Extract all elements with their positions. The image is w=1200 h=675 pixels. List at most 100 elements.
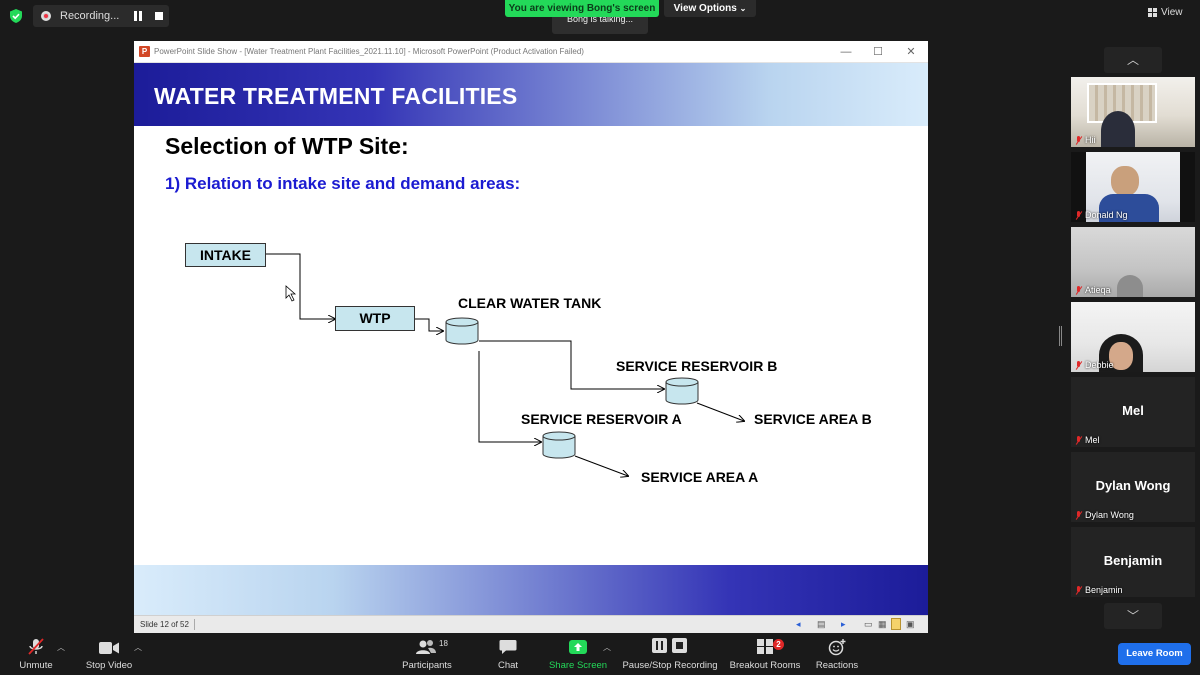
connector-tank-reservoir-b (479, 340, 664, 389)
slide-top-banner: WATER TREATMENT FACILITIES (134, 63, 928, 126)
connector-reservoir-b-area-b (696, 402, 744, 421)
share-screen-label: Share Screen (548, 660, 608, 671)
muted-mic-icon (1075, 585, 1082, 595)
share-screen-button[interactable]: Share Screen (546, 636, 610, 672)
participant-tile-hii[interactable]: Hii (1071, 77, 1195, 147)
muted-mic-icon (1075, 435, 1082, 445)
view-options-button[interactable]: View Options ⌄ (664, 0, 756, 17)
connector-reservoir-a-area-a (574, 455, 628, 476)
next-slide-icon[interactable]: ▸ (841, 619, 846, 629)
stop-video-button[interactable]: Stop Video (80, 636, 138, 672)
service-reservoir-a-icon (542, 431, 576, 459)
participant-name-tag: Debbie (1075, 360, 1114, 370)
pause-recording-icon[interactable] (134, 11, 143, 21)
participant-display-name: Dylan Wong (1095, 478, 1171, 493)
slideshow-view-icon[interactable] (891, 618, 901, 630)
participants-button[interactable]: 18 Participants (398, 636, 456, 672)
leave-room-button[interactable]: Leave Room (1118, 643, 1191, 665)
chat-label: Chat (497, 660, 519, 671)
service-reservoir-b-label: SERVICE RESERVOIR B (616, 358, 778, 374)
participants-label: Participants (402, 660, 452, 671)
chat-bubble-icon (499, 640, 517, 654)
stop-video-label: Stop Video (85, 660, 133, 671)
chevron-down-icon: ⌄ (739, 4, 747, 13)
connector-wtp-tank (415, 318, 443, 331)
video-camera-icon (99, 642, 119, 654)
participant-tile-donald-ng[interactable]: Donald Ng (1071, 152, 1195, 222)
maximize-button[interactable]: ☐ (873, 46, 883, 58)
panel-resize-handle[interactable] (1059, 326, 1062, 346)
flow-connectors (266, 253, 928, 615)
participant-name-tag: Atieqa (1075, 285, 1111, 295)
scroll-down-button[interactable]: ﹀ (1104, 603, 1162, 629)
share-options-caret-icon[interactable]: ︿ (603, 643, 611, 652)
stop-icon (672, 638, 687, 653)
view-options-label: View Options (673, 3, 737, 14)
avatar (1117, 275, 1143, 297)
breakout-rooms-label: Breakout Rooms (729, 660, 801, 671)
scroll-up-button[interactable]: ︿ (1104, 47, 1162, 73)
participant-name: Benjamin (1085, 585, 1123, 595)
normal-view-icon[interactable]: ▭ (864, 619, 873, 629)
connector-tank-reservoir-a (478, 351, 541, 442)
recording-label: Recording... (60, 10, 120, 22)
status-separator (194, 619, 195, 630)
muted-mic-icon (1075, 510, 1082, 520)
participant-name: Hii (1085, 135, 1096, 145)
share-screen-icon (569, 640, 587, 654)
participant-name: Atieqa (1085, 285, 1111, 295)
chevron-down-icon: ﹀ (1126, 609, 1139, 623)
slide-banner-title: WATER TREATMENT FACILITIES (154, 83, 518, 109)
pause-stop-recording-button[interactable]: Pause/Stop Recording (620, 636, 720, 672)
intake-box: INTAKE (185, 243, 266, 267)
video-options-caret-icon[interactable]: ︿ (134, 643, 142, 652)
participants-icon (416, 640, 436, 654)
prev-slide-icon[interactable]: ◂ (796, 619, 801, 629)
participant-tile-atieqa[interactable]: Atieqa (1071, 227, 1195, 297)
chat-button[interactable]: Chat (488, 636, 528, 672)
powerpoint-window: P PowerPoint Slide Show - [Water Treatme… (134, 41, 928, 633)
window-title: PowerPoint Slide Show - [Water Treatment… (154, 47, 584, 56)
close-button[interactable]: ✕ (906, 46, 916, 58)
view-button[interactable]: View (1148, 7, 1183, 18)
connector-intake-wtp (266, 253, 335, 319)
participant-name-tag: Hii (1075, 135, 1096, 145)
breakout-rooms-button[interactable]: 2 Breakout Rooms (728, 636, 802, 672)
participant-tile-mel[interactable]: Mel Mel (1071, 377, 1195, 447)
reactions-button[interactable]: Reactions (814, 636, 860, 672)
powerpoint-status-bar: Slide 12 of 52 ◂ ▤ ▸ ▭ ▦ ▣ (134, 615, 928, 633)
participant-tile-dylan-wong[interactable]: Dylan Wong Dylan Wong (1071, 452, 1195, 522)
unmute-button[interactable]: Unmute (10, 636, 62, 672)
participant-name: Dylan Wong (1085, 510, 1134, 520)
muted-mic-icon (1075, 285, 1082, 295)
recording-indicator: Recording... (33, 5, 169, 27)
participant-tile-benjamin[interactable]: Benjamin Benjamin (1071, 527, 1195, 597)
stop-recording-icon[interactable] (155, 12, 163, 20)
participant-name-tag: Donald Ng (1075, 210, 1128, 220)
muted-microphone-icon (28, 638, 44, 655)
minimize-button[interactable]: — (840, 46, 852, 58)
participant-name: Donald Ng (1085, 210, 1128, 220)
slide-canvas[interactable]: WATER TREATMENT FACILITIES Selection of … (134, 63, 928, 615)
participant-name: Debbie (1085, 360, 1114, 370)
notes-icon[interactable]: ▤ (817, 619, 826, 629)
participant-name-tag: Dylan Wong (1075, 510, 1134, 520)
shirt-graphic (1099, 194, 1159, 222)
service-reservoir-a-label: SERVICE RESERVOIR A (521, 411, 682, 427)
security-shield-icon[interactable] (8, 8, 24, 24)
pause-icon (652, 638, 667, 653)
sorter-view-icon[interactable]: ▦ (878, 619, 887, 629)
slide-subheading: 1) Relation to intake site and demand ar… (165, 174, 521, 193)
avatar (1101, 111, 1135, 147)
participant-tile-debbie[interactable]: Debbie (1071, 302, 1195, 372)
audio-options-caret-icon[interactable]: ︿ (57, 643, 65, 652)
viewing-screen-banner: You are viewing Bong's screen (505, 0, 659, 17)
mouse-cursor-icon (285, 285, 297, 302)
smiley-plus-icon (828, 639, 846, 656)
participant-name: Mel (1085, 435, 1100, 445)
avatar (1111, 166, 1139, 196)
slide-bottom-banner (134, 565, 928, 615)
pause-stop-recording-label: Pause/Stop Recording (622, 660, 718, 671)
fit-icon[interactable]: ▣ (906, 619, 915, 629)
muted-mic-icon (1075, 360, 1082, 370)
